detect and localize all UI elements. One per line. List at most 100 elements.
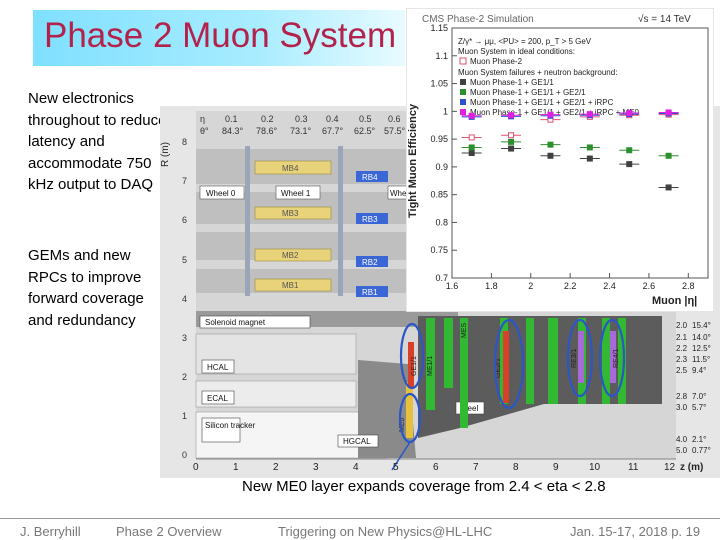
series-4-point [626, 110, 633, 116]
endcap-chamber [602, 318, 610, 404]
legend-entry-phase2: Muon Phase-2 [470, 57, 523, 66]
legend-marker-ge21 [460, 89, 466, 95]
footer-divider [0, 518, 720, 519]
me11-label: ME1/1 [427, 356, 434, 376]
wheel-gap [245, 146, 250, 296]
series-1-point [626, 161, 633, 168]
x-tick-label: 2.6 [643, 281, 656, 291]
hcal-label-box [201, 359, 235, 374]
mb3-label: MB3 [282, 209, 299, 218]
endcap-chamber [526, 318, 534, 404]
caption-pointer-line [391, 441, 411, 471]
rb3-chamber [356, 213, 388, 224]
z-tick: 2 [273, 462, 279, 473]
rb4-label: RB4 [362, 173, 378, 182]
endcap-chamber [444, 318, 453, 388]
legend-marker-ge11 [460, 79, 466, 85]
steel-label: Steel [460, 404, 478, 413]
mb2-chamber [254, 248, 332, 262]
z-tick: 7 [473, 462, 479, 473]
plot-area [451, 27, 709, 279]
y-tick-label: 1.1 [435, 51, 448, 61]
tracker-label: Silicon tracker [205, 421, 256, 430]
r-tick: 3 [182, 333, 187, 343]
ge11-label: GE1/1 [411, 356, 418, 376]
y-tick-label: 0.8 [435, 217, 448, 227]
footer-author: J. Berryhill [20, 524, 81, 539]
cms-header: CMS Phase-2 Simulation [422, 14, 534, 25]
series-0-point [508, 132, 515, 139]
bullet-gems-rpcs: GEMs and new RPCs to improve forward cov… [28, 247, 144, 329]
eta-label: 0.2 [261, 114, 274, 124]
z-tick: 3 [313, 462, 319, 473]
z-tick: 1 [233, 462, 239, 473]
theta-label: 62.5° [354, 126, 376, 136]
y-tick-label: 0.75 [430, 245, 448, 255]
r-tick: 7 [182, 176, 187, 186]
wheel-gap [338, 146, 343, 296]
endcap-chamber [426, 318, 435, 410]
series-4-point [468, 112, 475, 119]
legend: Z/γ* → μμ, <PU> = 200, p_T > 5 GeV Muon … [458, 37, 640, 117]
me0-caption: New ME0 layer expands coverage from 2.4 … [242, 478, 606, 495]
footer-date-page: Jan. 15-17, 2018 p. 19 [570, 524, 701, 539]
endcap-chamber [460, 318, 468, 428]
legend-marker-phase2 [459, 57, 467, 65]
y-tick-label: 0.95 [430, 134, 448, 144]
rb1-label: RB1 [362, 288, 378, 297]
hcal-label: HCAL [207, 363, 229, 372]
wheel-2-label: Whee [390, 189, 411, 198]
r-axis-label: R (m) [160, 142, 171, 167]
ecal-label-box [201, 390, 235, 405]
mb3-chamber [254, 206, 332, 220]
mb1-label: MB1 [282, 281, 299, 290]
me0-chamber [406, 382, 413, 438]
wheel-1-label: Wheel 1 [281, 189, 311, 198]
eta-right: 2.1 [676, 333, 688, 342]
highlight-ring-ge21 [493, 318, 525, 410]
eta-right: 2.2 [676, 344, 688, 353]
slide-title: Phase 2 Muon System [44, 16, 397, 55]
series-4-point [586, 111, 593, 118]
eta-right: 2.3 [676, 355, 688, 364]
series-4-point [508, 112, 515, 119]
wheel-1-box [275, 185, 321, 200]
eta-right: 3.0 [676, 403, 688, 412]
series-4-point [547, 111, 554, 118]
efficiency-plot-frame [406, 8, 714, 312]
r-tick: 1 [182, 411, 187, 421]
theta-label: 57.5° [384, 126, 406, 136]
efficiency-plot: CMS Phase-2 Simulation √s = 14 TeV Tight… [406, 8, 714, 312]
bullet-electronics: New electronics throughout to reduce lat… [28, 90, 167, 193]
theta-right: 15.4° [692, 321, 711, 330]
x-tick-label: 2.2 [564, 281, 577, 291]
r-tick: 5 [182, 255, 187, 265]
eta-label: 0.5 [359, 114, 372, 124]
legend-marker-irpc [460, 99, 466, 105]
eta-label: 0.6 [388, 114, 401, 124]
re31-label: RE3/1 [571, 348, 578, 368]
x-tick-label: 2 [528, 281, 533, 291]
z-axis-ticks: 0 1 2 3 4 5 6 7 8 9 10 11 12 [193, 462, 676, 473]
z-tick: 0 [193, 462, 199, 473]
rb4-chamber [356, 171, 388, 182]
energy-header: √s = 14 TeV [638, 13, 691, 25]
series-layer [461, 109, 679, 191]
footer-section: Phase 2 Overview [116, 524, 222, 539]
ge21-label: GE2/1 [495, 358, 502, 378]
theta-right: 14.0° [692, 333, 711, 342]
legend-line-ideal: Muon System in ideal conditions: [458, 47, 575, 56]
eta-label: 0.4 [326, 114, 339, 124]
legend-entry-ge11: Muon Phase-1 + GE1/1 [470, 78, 554, 87]
z-tick: 12 [664, 462, 676, 473]
series-2-point [468, 144, 475, 151]
eta-right: 2.8 [676, 392, 688, 401]
theta-right: 12.5° [692, 344, 711, 353]
x-tick-label: 2.8 [682, 281, 695, 291]
z-tick: 5 [393, 462, 399, 473]
eta-label: 0.3 [295, 114, 308, 124]
highlight-ring-ge11 [399, 322, 425, 390]
y-axis-label: Tight Muon Efficiency [407, 103, 419, 218]
